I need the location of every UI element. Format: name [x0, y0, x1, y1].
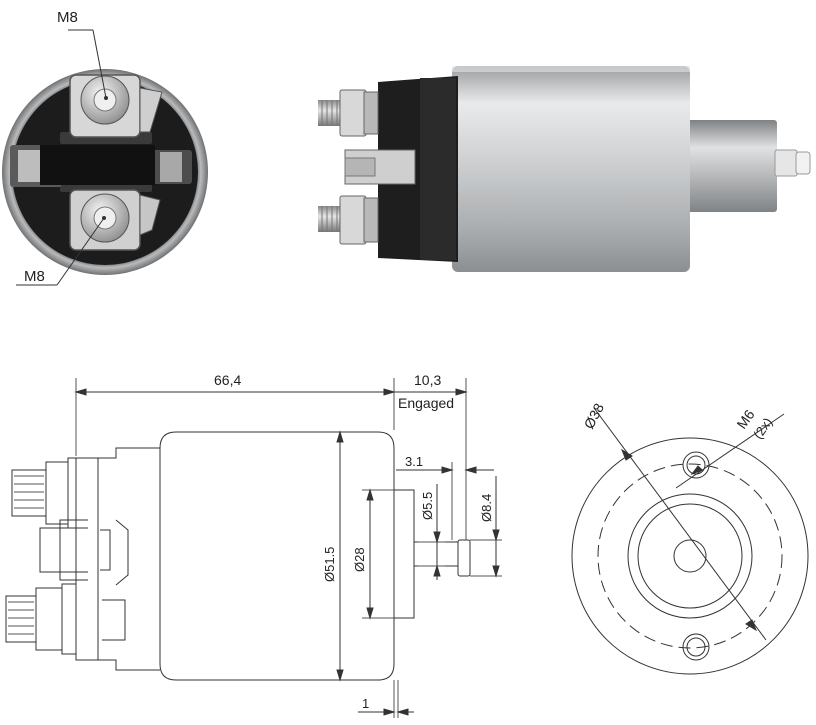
end-view-drawing	[571, 407, 809, 675]
bottom-terminal-label: M8	[24, 268, 45, 285]
top-terminal-bolt	[69, 74, 163, 138]
drawing-body-outline	[159, 431, 395, 681]
dim-stroke-state: Engaged	[398, 395, 454, 411]
drawing-bottom-stud	[5, 583, 77, 655]
drawing-top-stud	[11, 457, 77, 529]
dim-tip-diameter: Ø8.4	[479, 494, 494, 522]
dim-plunger-stroke: 10,3	[414, 372, 441, 388]
dim-boss-diameter: Ø28	[352, 547, 367, 572]
side-view-drawing	[5, 378, 502, 718]
bottom-stud-photo	[318, 195, 379, 245]
end-view-outer-circle	[571, 437, 809, 675]
plunger-sleeve	[685, 120, 777, 212]
plunger-tip	[795, 151, 811, 175]
end-view-photo: M8 M8	[2, 9, 208, 286]
drawing-plunger-tip	[457, 539, 471, 577]
bottom-terminal-bolt	[69, 189, 161, 251]
end-view-bolt-circle	[597, 463, 783, 649]
end-view-plunger	[673, 539, 707, 573]
solenoid-body	[452, 66, 690, 272]
drawing-boss	[393, 489, 415, 619]
side-view-photo	[318, 66, 811, 272]
drawing-cap-outline	[75, 447, 160, 671]
drawing-plunger	[413, 541, 459, 567]
dim-overall-length: 66,4	[214, 372, 241, 388]
dim-bolt-circle: Ø38	[581, 400, 608, 431]
end-view-boss-inner	[637, 503, 743, 609]
end-view-boss-outer	[627, 493, 753, 619]
top-stud-photo	[318, 89, 379, 137]
dim-tip-length: 3.1	[405, 454, 423, 469]
dim-flange-thickness: 1	[362, 696, 369, 711]
mount-hole-bottom	[682, 633, 710, 661]
dim-body-diameter: Ø51.5	[322, 547, 337, 582]
top-terminal-label: M8	[57, 9, 78, 26]
dim-plunger-diameter: Ø5.5	[420, 492, 435, 520]
